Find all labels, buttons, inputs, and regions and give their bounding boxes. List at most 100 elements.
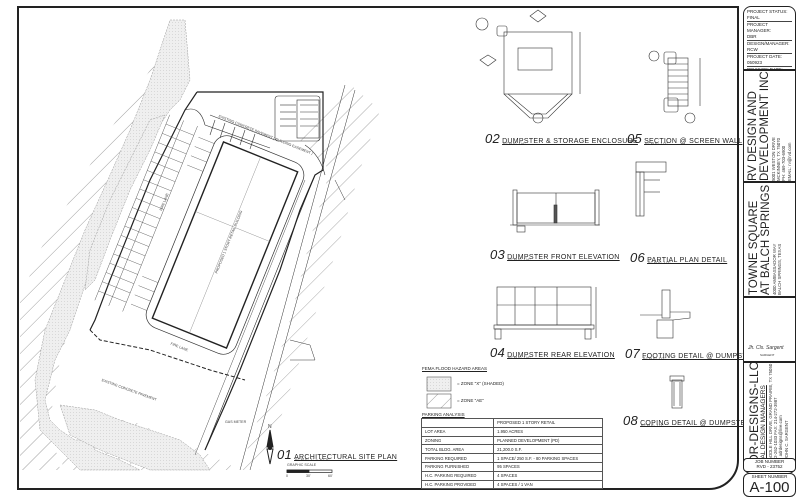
property-boundary xyxy=(89,91,324,456)
status-value: RCW xyxy=(747,47,758,52)
firm-name-line2: DEVELOPMENT INC. xyxy=(759,68,771,181)
sheet-number-value: A-100 xyxy=(749,479,790,496)
detail-04-elevation xyxy=(493,286,597,340)
detail-06-plan xyxy=(635,161,667,217)
status-block: PROJECT STATUS:FINAL PROJECT MANAGER:DBR… xyxy=(743,6,796,78)
drawing-scale: SCALE: 1" = 30'-0" xyxy=(295,458,330,462)
drawing-linework xyxy=(20,9,701,473)
job-number-label: JOB NUMBER xyxy=(754,459,785,464)
drawing-name: FOOTING DETAIL @ DUMPSTER xyxy=(642,353,758,360)
scale-tick-60: 60' xyxy=(328,474,333,478)
drawing-name: DUMPSTER & STORAGE ENCLOSURE xyxy=(502,138,638,145)
flood-legend-zone-x: = ZONE "X" (SHADED) xyxy=(457,381,504,386)
status-value: DBR xyxy=(747,34,757,39)
design-manager-subtitle: TOTAL DESIGN MANAGERS xyxy=(760,385,767,471)
sheet-number-label: SHEET NUMBER xyxy=(751,474,788,479)
building-footprint xyxy=(94,114,305,355)
parking-analysis-title: PARKING ANALYSIS xyxy=(422,412,465,417)
street-right xyxy=(239,84,356,471)
scale-tick-0: 0 xyxy=(286,474,288,478)
drawing-scale: SCALE: 1/2" xyxy=(643,357,666,361)
flood-legend-title: FEMA FLOOD HAZARD AREAS xyxy=(422,366,488,371)
drawing-scale: SCALE: 1/4" xyxy=(508,356,531,360)
design-manager-block: ADR-DESIGNS-LLC TOTAL DESIGN MANAGERS 60… xyxy=(743,362,796,474)
status-value: 050923 xyxy=(747,60,763,65)
project-city: BALCH SPRINGS, TEXAS xyxy=(777,243,783,295)
job-number-box: JOB NUMBER RVD - 23752 xyxy=(743,458,796,472)
drawing-number: 07 xyxy=(625,346,641,361)
scale-tick-30: 30' xyxy=(306,474,311,478)
status-label: REVISION DATE: xyxy=(747,67,783,72)
design-manager-name: ADR-DESIGNS-LLC xyxy=(747,361,761,471)
flood-zone-x xyxy=(34,19,211,471)
status-label: PROJECT MANAGER: xyxy=(747,22,772,33)
table-row: PROPOSED 1 STORY RETAIL xyxy=(420,418,603,428)
drawing-name: DUMPSTER REAR ELEVATION xyxy=(507,352,615,359)
drawing-name: ARCHITECTURAL SITE PLAN xyxy=(294,454,398,461)
sheet-number-box: SHEET NUMBER A-100 xyxy=(743,473,796,497)
drawing-scale: SCALE: 1/4" xyxy=(508,258,531,262)
firm-name-line1: RV DESIGN AND xyxy=(747,91,759,181)
label-gas-meter: GAS METER xyxy=(225,420,247,424)
project-name-line2: AT BALCH SPRINGS xyxy=(760,184,772,295)
drawing-scale: SCALE: 1/2" xyxy=(645,142,668,146)
detail-08-coping xyxy=(669,375,685,409)
detail-03-elevation xyxy=(510,189,600,233)
status-label: PROJECT DATE: xyxy=(747,54,783,59)
project-name-line1: TOWNE SQUARE xyxy=(748,200,760,295)
firm-email: EMAIL: rv@rvd.com xyxy=(786,142,792,181)
drawing-sheet-frame xyxy=(17,6,739,490)
drawing-number: 05 xyxy=(627,131,643,146)
drawing-scale: SCALE: 1/2" xyxy=(641,424,664,428)
drawing-number: 03 xyxy=(490,247,506,262)
drawing-scale: SCALE: 1/2" xyxy=(648,261,671,265)
firm-block: RV DESIGN AND DEVELOPMENT INC. 5001 WEST… xyxy=(743,68,796,182)
status-label: DESIGN/MANAGER: xyxy=(747,41,790,46)
detail-05-section xyxy=(648,50,701,124)
detail-07-footing xyxy=(640,289,691,339)
drawing-name: PARTIAL PLAN DETAIL xyxy=(647,257,728,264)
north-arrow xyxy=(266,429,274,465)
drawing-number: 04 xyxy=(490,345,506,360)
drawing-name: DUMPSTER FRONT ELEVATION xyxy=(507,254,620,261)
drawing-name: COPING DETAIL @ DUMPSTER xyxy=(640,420,751,427)
seal-block: Jh. Cls. Sargent SARGENT xyxy=(743,297,796,362)
detail-02-plan xyxy=(475,9,581,124)
design-manager-for: FOR: JOHN C. SARGENT xyxy=(783,420,789,471)
legend-swatch-zone-x xyxy=(426,376,452,392)
graphic-scale xyxy=(286,469,333,473)
north-parking xyxy=(184,95,326,176)
project-block: TOWNE SQUARE AT BALCH SPRINGS 4000 AMBAS… xyxy=(743,182,796,297)
north-label: N xyxy=(268,424,272,430)
legend-swatch-zone-ae xyxy=(426,393,452,409)
drawing-number: 06 xyxy=(630,250,646,265)
drawing-scale: SCALE: 1/4" xyxy=(503,142,526,146)
status-label: PROJECT STATUS: xyxy=(747,9,788,14)
drawing-name: SECTION @ SCREEN WALL xyxy=(644,138,743,145)
seal-signature: Jh. Cls. Sargent xyxy=(748,345,784,351)
seal-caption: SARGENT xyxy=(760,353,775,357)
graphic-scale-label: GRAPHIC SCALE xyxy=(287,463,317,467)
title-block: PROJECT STATUS:FINAL PROJECT MANAGER:DBR… xyxy=(743,6,796,492)
status-value: FINAL xyxy=(747,15,760,20)
drawing-number: 02 xyxy=(485,131,501,146)
flood-legend-zone-ae: = ZONE "AE" xyxy=(457,398,484,403)
drawing-number: 01 xyxy=(277,447,293,462)
job-number-value: RVD - 23752 xyxy=(756,464,783,469)
